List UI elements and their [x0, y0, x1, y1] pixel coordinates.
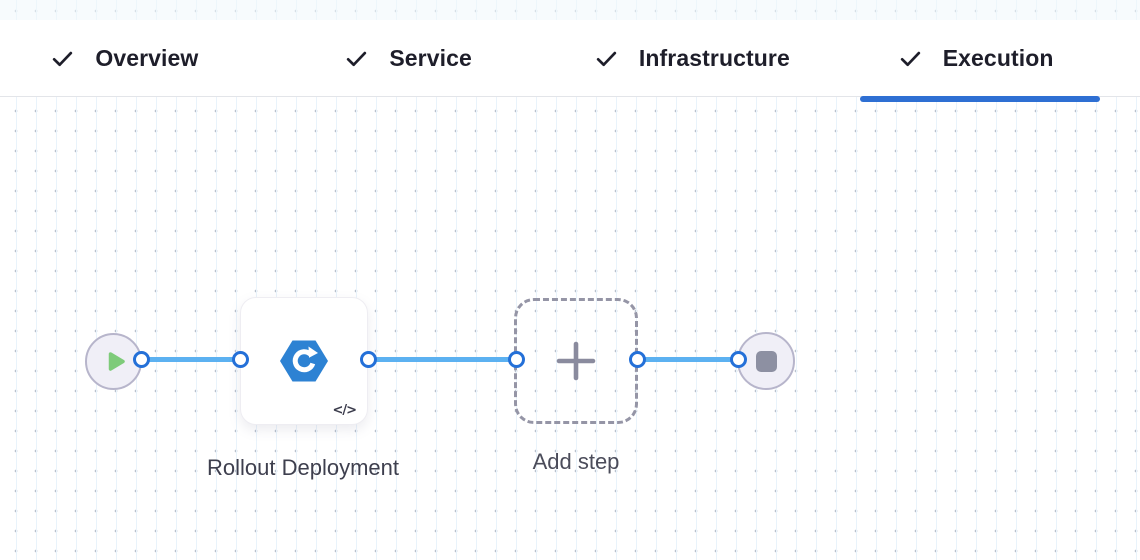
stop-icon	[755, 350, 777, 372]
tab-overview-label: Overview	[95, 44, 199, 71]
stage-tabbar: Overview Service Infrastructure Executio…	[0, 20, 1140, 97]
port-step-in[interactable]	[232, 351, 249, 368]
port-addstep-out[interactable]	[629, 351, 646, 368]
tab-service[interactable]: Service	[289, 20, 528, 96]
edge-addstep-to-end	[637, 357, 738, 362]
port-start-out[interactable]	[133, 351, 150, 368]
active-tab-indicator	[860, 96, 1100, 102]
canvas-top-strip	[0, 0, 1140, 20]
check-icon	[347, 51, 367, 66]
pipeline-start-node[interactable]	[85, 333, 142, 390]
plus-icon	[556, 341, 596, 381]
tab-infrastructure[interactable]: Infrastructure	[573, 20, 812, 96]
tab-service-label: Service	[389, 44, 472, 71]
tab-overview[interactable]: Overview	[5, 20, 244, 96]
tab-infrastructure-label: Infrastructure	[638, 44, 790, 71]
add-step-button[interactable]	[514, 298, 638, 424]
port-end-in[interactable]	[730, 351, 747, 368]
edge-start-to-step	[141, 357, 240, 362]
tab-execution-label: Execution	[942, 44, 1054, 71]
check-icon	[900, 51, 920, 66]
add-step-label: Add step	[532, 449, 620, 474]
step-label-rollout-deployment: Rollout Deployment	[207, 455, 399, 480]
code-icon[interactable]: </>	[332, 403, 357, 418]
k8s-rollout-icon	[280, 340, 328, 382]
tab-execution[interactable]: Execution	[856, 20, 1095, 96]
check-icon	[53, 51, 73, 66]
check-icon	[596, 51, 617, 66]
port-step-out[interactable]	[360, 351, 377, 368]
edge-step-to-addstep	[368, 357, 516, 362]
step-rollout-deployment[interactable]: </>	[240, 297, 368, 425]
port-addstep-in[interactable]	[508, 351, 525, 368]
play-icon	[108, 352, 125, 371]
